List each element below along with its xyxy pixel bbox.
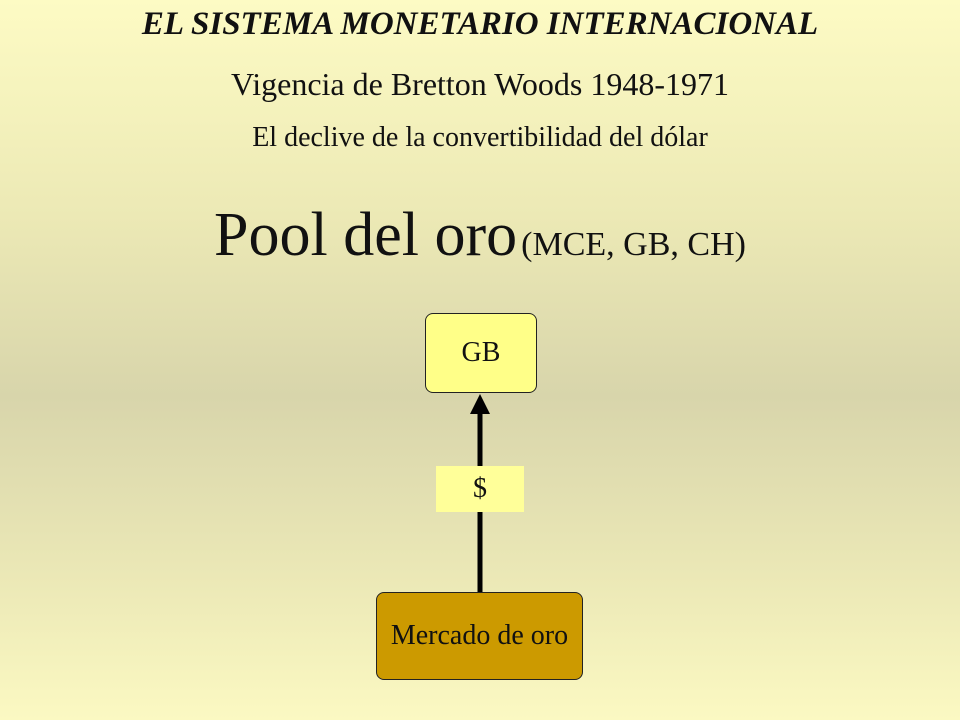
title: EL SISTEMA MONETARIO INTERNACIONAL [141, 6, 819, 42]
flow-label: $ [473, 473, 487, 504]
node-gb-label: GB [461, 337, 501, 368]
arrow-head [470, 394, 490, 414]
node-mercado-label: Mercado de oro [390, 620, 569, 651]
subsubtitle: El declive de la convertibilidad del dól… [252, 122, 708, 153]
pool-main-text: Pool del oro [214, 201, 518, 269]
node-mercado-de-oro: Mercado de oro [376, 592, 583, 680]
subtitle: Vigencia de Bretton Woods 1948-1971 [231, 66, 729, 102]
flow-label-box: $ [436, 466, 524, 512]
pool-members-text: (MCE, GB, CH) [521, 226, 746, 263]
pool-heading: Pool del oro (MCE, GB, CH) [0, 200, 960, 271]
node-gb: GB [425, 313, 537, 393]
